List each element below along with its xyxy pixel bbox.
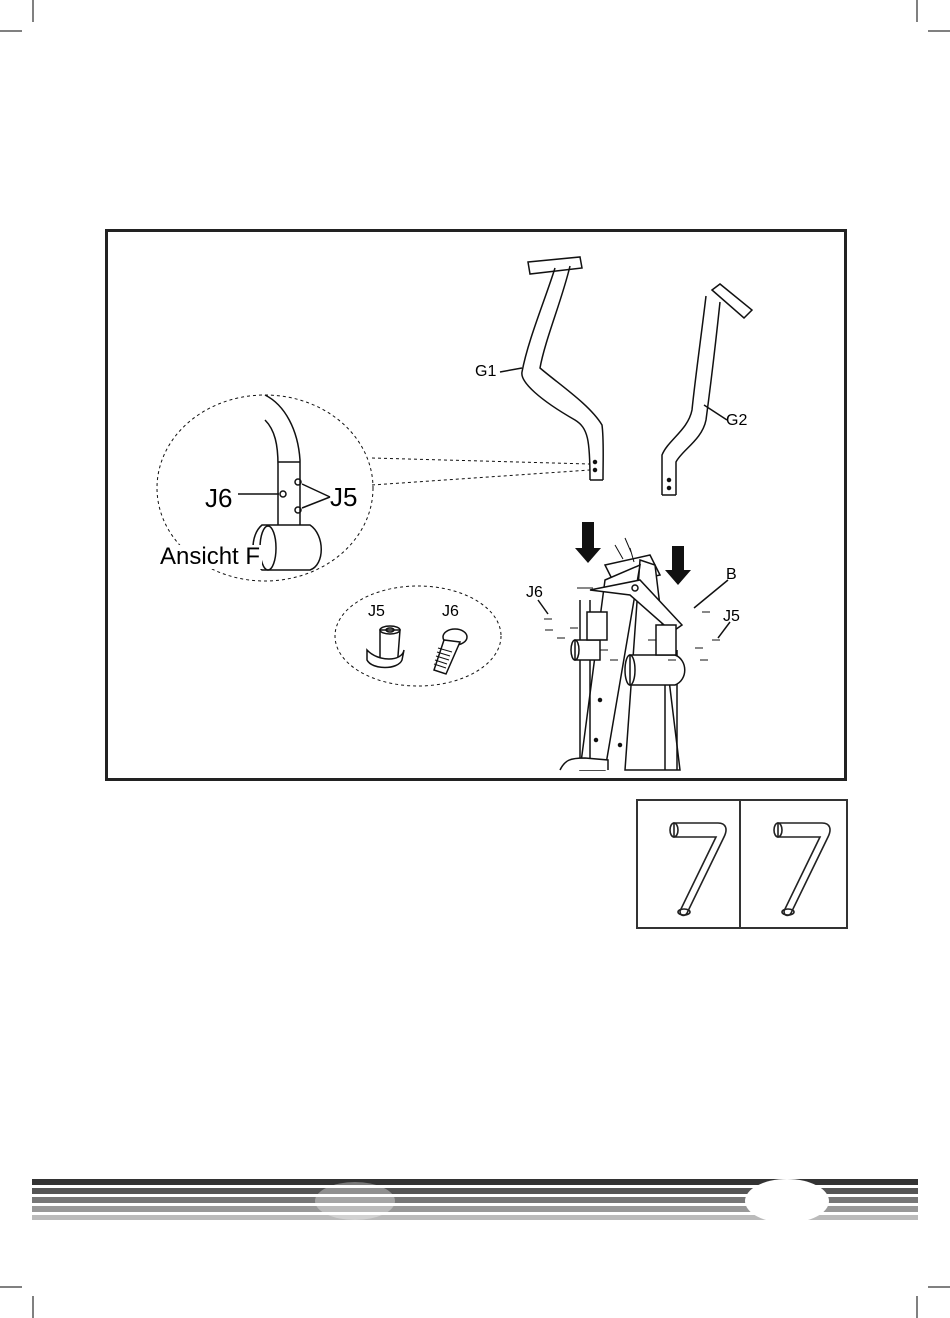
label-g1: G1 bbox=[475, 364, 496, 380]
detail-label-j6: J6 bbox=[205, 485, 232, 511]
label-j5: J5 bbox=[723, 609, 740, 625]
allen-key-icon bbox=[774, 823, 830, 916]
ansicht-label: Ansicht F bbox=[158, 545, 262, 569]
label-g2: G2 bbox=[726, 413, 747, 429]
tools-icons bbox=[636, 799, 846, 929]
machine-frame bbox=[544, 538, 720, 770]
footer-stripes bbox=[0, 1170, 950, 1230]
parts-label-j6: J6 bbox=[442, 604, 459, 620]
allen-key-icon bbox=[670, 823, 726, 916]
detail-label-j5: J5 bbox=[330, 484, 357, 510]
label-b: B bbox=[726, 567, 737, 583]
label-j6: J6 bbox=[526, 585, 543, 601]
page-number-badge bbox=[745, 1179, 829, 1223]
handlebar-g1 bbox=[522, 257, 603, 480]
handlebar-g2 bbox=[662, 284, 752, 495]
parts-label-j5: J5 bbox=[368, 604, 385, 620]
